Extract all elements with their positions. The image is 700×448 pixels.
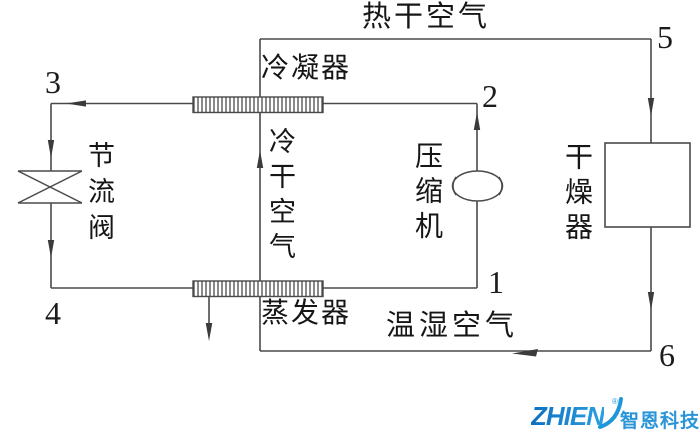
air-loop-pipes: [259, 38, 652, 352]
dryer-label: 干燥器: [561, 142, 592, 247]
state-point-4: 4: [45, 295, 61, 331]
state-point-2: 2: [482, 78, 498, 114]
condensate-drain-arrow-icon: [205, 296, 213, 341]
state-point-6: 6: [659, 337, 675, 373]
compressor-icon: [451, 170, 504, 202]
refrigerant-pipes: [50, 102, 478, 289]
cold-dry-air-label: 冷干空气: [265, 127, 295, 267]
condenser-label: 冷凝器: [261, 53, 352, 84]
throttle-valve-label: 节流阀: [84, 141, 114, 249]
flow-arrow-icons: [47, 98, 655, 357]
dryer-box-icon: [604, 142, 691, 228]
evaporator-label: 蒸发器: [261, 298, 352, 329]
state-point-3: 3: [45, 64, 61, 100]
condenser-coil-icon: [192, 96, 324, 114]
state-point-5: 5: [657, 19, 673, 55]
hot-dry-air-label: 热干空气: [362, 1, 491, 33]
throttle-valve-icon: [17, 170, 83, 204]
compressor-label: 压缩机: [411, 141, 442, 246]
state-point-1: 1: [488, 264, 504, 300]
warm-humid-air-label: 温湿空气: [386, 310, 519, 342]
evaporator-coil-icon: [192, 280, 324, 298]
